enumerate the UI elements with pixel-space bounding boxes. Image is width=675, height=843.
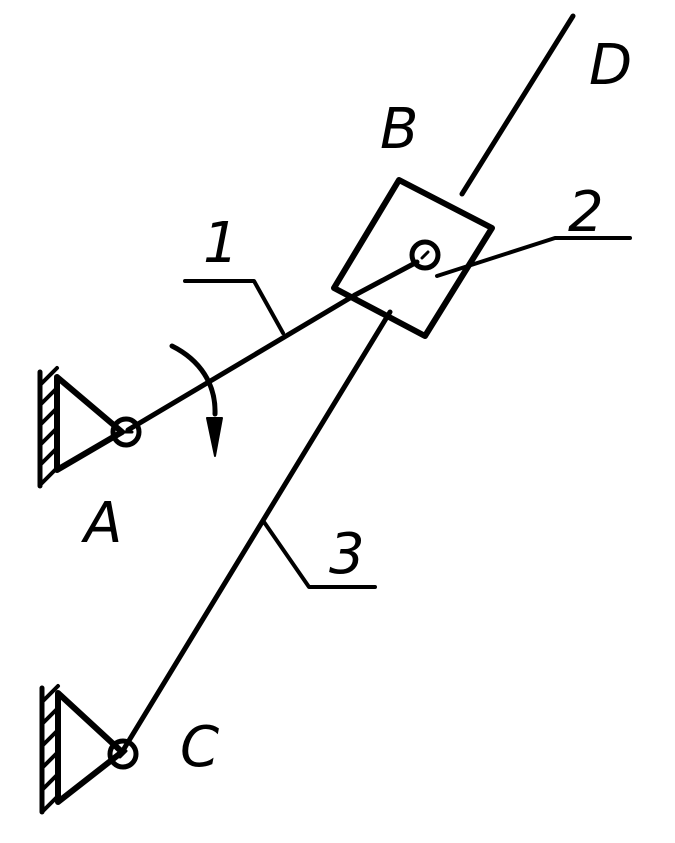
joint-b bbox=[409, 239, 441, 271]
label-point-d: D bbox=[589, 33, 632, 98]
link-3-lower bbox=[119, 309, 393, 755]
label-link-2: 2 bbox=[568, 180, 604, 245]
ground-support-a bbox=[37, 366, 125, 489]
ground-hatching-c bbox=[40, 684, 60, 814]
leader-line-1 bbox=[183, 279, 285, 335]
label-link-3: 3 bbox=[329, 522, 365, 587]
label-point-c: C bbox=[180, 715, 219, 780]
link-1-crank bbox=[125, 292, 358, 433]
joint-a bbox=[110, 416, 142, 448]
ground-hatching-a bbox=[38, 366, 59, 487]
rotation-arrow-icon bbox=[169, 343, 223, 457]
label-point-a: A bbox=[81, 491, 122, 556]
label-link-1: 1 bbox=[203, 211, 239, 276]
ground-support-c bbox=[39, 684, 125, 815]
link-3-upper bbox=[459, 13, 576, 197]
slider-block-2 bbox=[331, 177, 495, 339]
link-1-to-joint-b bbox=[352, 259, 420, 298]
joint-c bbox=[107, 738, 139, 770]
leader-line-3 bbox=[262, 520, 377, 589]
label-point-b: B bbox=[380, 97, 418, 162]
leader-line-2 bbox=[435, 236, 632, 278]
